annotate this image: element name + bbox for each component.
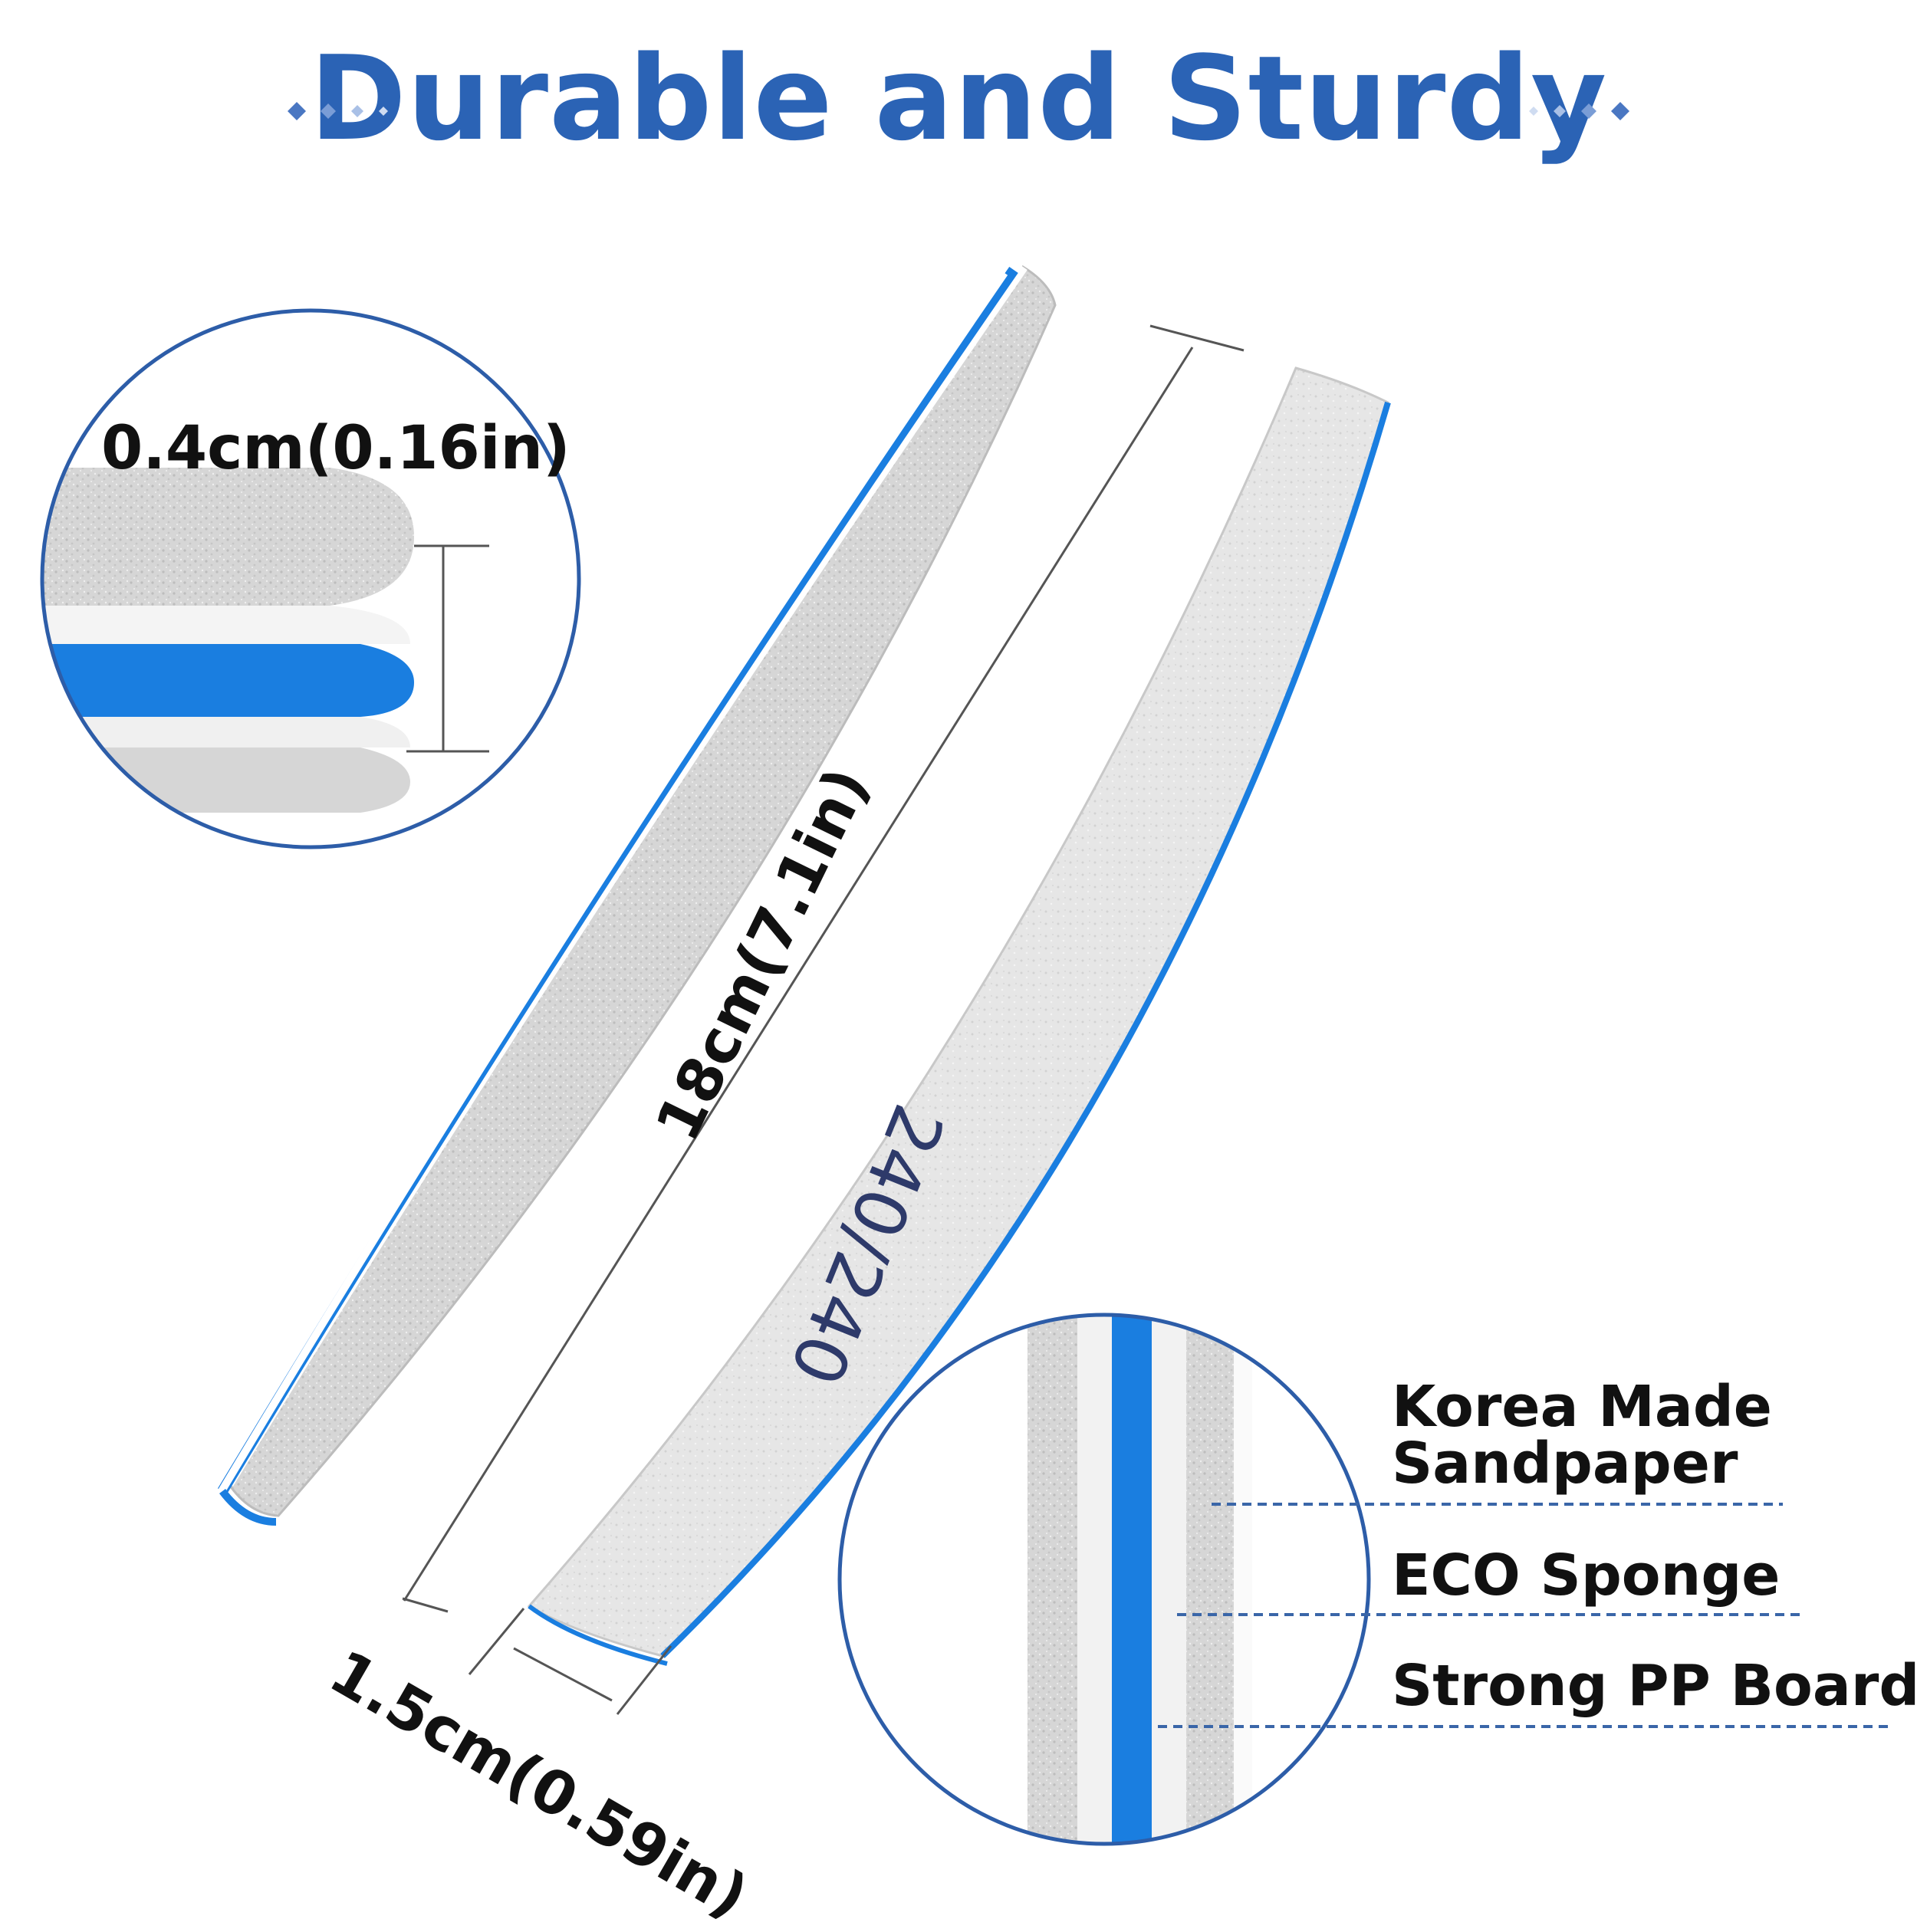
layer-label-sandpaper-line1: Korea Made: [1392, 1374, 1772, 1440]
page-title: Durable and Sturdy: [309, 31, 1608, 166]
length-dimension-line: [402, 324, 1245, 1613]
width-dimension-line: [468, 1608, 672, 1715]
layer-label-sandpaper: Korea Made Sandpaper: [1392, 1378, 1772, 1492]
thickness-detail-circle: [40, 308, 581, 849]
layers-detail-circle: [837, 1313, 1894, 1846]
thickness-dimension-line: [406, 544, 489, 753]
diamond-decoration-right: [1529, 102, 1629, 120]
layer-label-board: Strong PP Board: [1392, 1653, 1917, 1719]
thickness-label: 0.4cm(0.16in): [101, 414, 570, 483]
diamond-decoration-left: [288, 102, 388, 120]
layer-label-sandpaper-line2: Sandpaper: [1392, 1431, 1738, 1497]
left-nail-file: [213, 264, 1057, 1526]
layer-label-sponge: ECO Sponge: [1392, 1543, 1781, 1608]
